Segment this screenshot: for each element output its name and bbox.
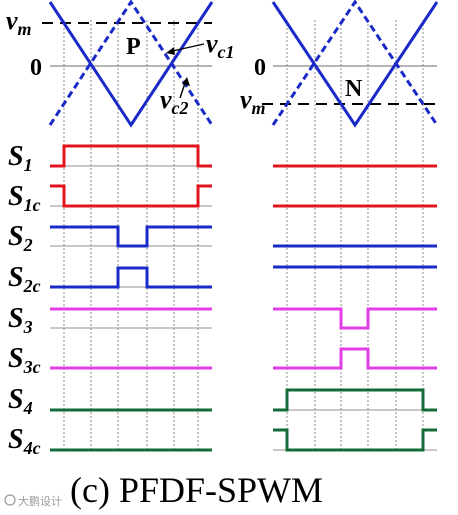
s3c-right-waveform (273, 347, 437, 370)
left-carrier-vc1 (48, 1, 214, 128)
s4-right-waveform (273, 388, 437, 412)
watermark-logo-icon (4, 494, 16, 506)
watermark: 大鹏设计 (4, 494, 62, 508)
signal-label-s3: S3 (8, 303, 33, 337)
signal-row-s3c (50, 347, 437, 370)
s1-left-waveform (50, 144, 212, 168)
s4c-right-waveform (273, 428, 437, 452)
right-carrier-solid (271, 1, 439, 128)
right-zero-label: 0 (254, 55, 266, 81)
signal-label-s2: S2 (8, 221, 33, 255)
signal-row-s2c (50, 265, 437, 289)
signal-label-s4: S4 (8, 384, 33, 418)
right-carrier-panel: 0 vm N (240, 0, 439, 450)
signal-row-s4 (50, 388, 437, 412)
signal-rows (50, 144, 437, 452)
signal-labels: S1 S1c S2 S2c S3 S3c S4 S4c (8, 141, 41, 458)
figure-caption: (c) PFDF-SPWM (70, 470, 323, 510)
signal-row-s3 (50, 307, 437, 330)
vc2-pointer-arrowhead (182, 77, 190, 86)
left-vc2-label: vc2 (160, 85, 189, 118)
signal-row-s2 (50, 225, 437, 248)
left-vm-label: vm (6, 6, 32, 39)
signal-label-s2c: S2c (8, 262, 41, 296)
signal-label-s1: S1 (8, 141, 33, 175)
s3-right-waveform (273, 307, 437, 330)
signal-row-s4c (50, 428, 437, 452)
vc1-pointer-arrowhead (166, 47, 175, 55)
left-time-gridlines (63, 20, 199, 450)
signal-row-s1c (50, 184, 437, 208)
right-region-label-n: N (345, 76, 363, 102)
right-vm-label: vm (240, 85, 266, 118)
signal-label-s3c: S3c (8, 343, 41, 377)
left-zero-label: 0 (30, 55, 42, 81)
s2-left-waveform (50, 225, 212, 248)
left-vc1-label: vc1 (206, 29, 235, 62)
watermark-text: 大鹏设计 (18, 494, 62, 508)
signal-label-s1c: S1c (8, 181, 41, 215)
signal-label-s4c: S4c (8, 424, 41, 458)
s1c-left-waveform (50, 184, 212, 208)
signal-row-s1 (50, 144, 437, 168)
left-carrier-panel: vm 0 P vc1 vc2 (6, 0, 235, 450)
s2c-left-waveform (50, 266, 212, 289)
left-region-label-p: P (126, 34, 141, 60)
right-carrier-dashed (271, 0, 439, 126)
